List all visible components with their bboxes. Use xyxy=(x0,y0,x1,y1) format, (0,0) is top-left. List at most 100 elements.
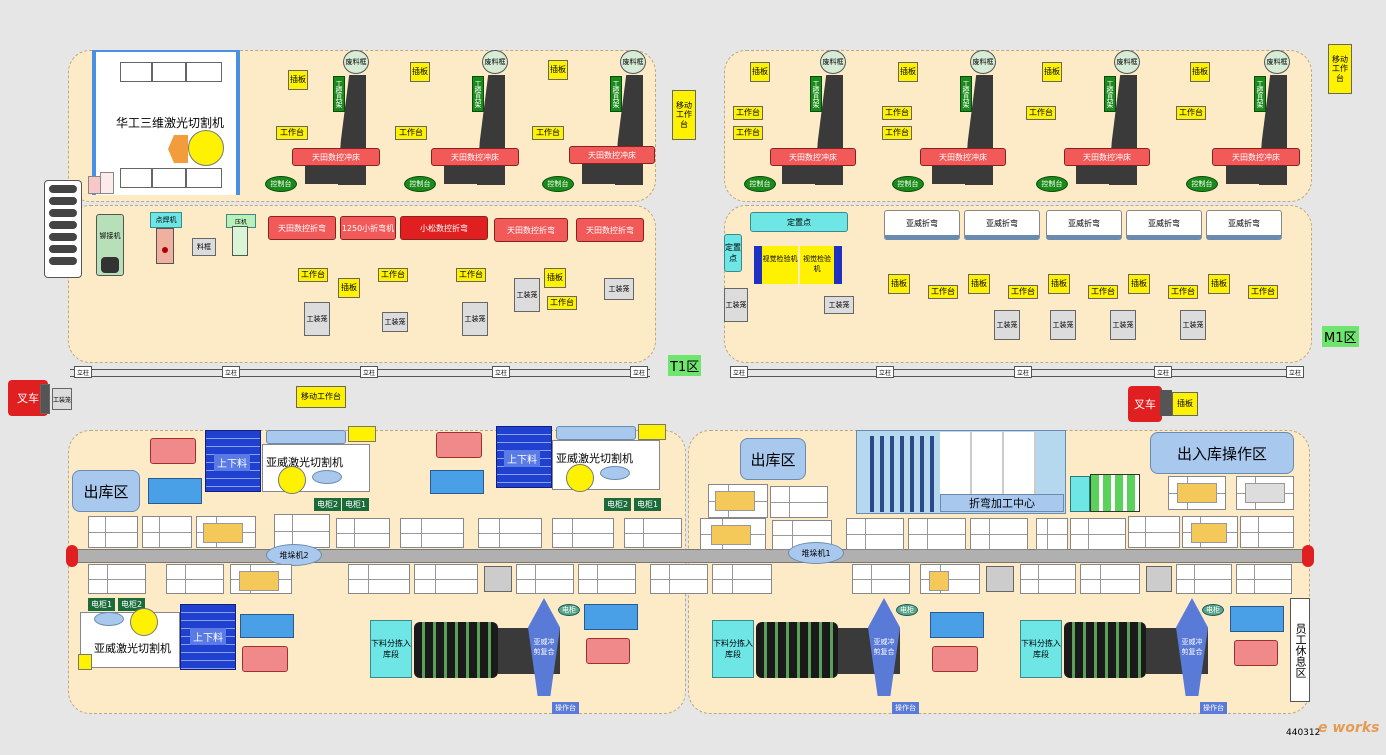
press-base xyxy=(582,160,628,184)
spotweld-machine[interactable]: 点焊机 xyxy=(150,212,182,228)
control-panel[interactable]: 控制台 xyxy=(1186,176,1218,192)
pillar: 立柱 xyxy=(630,366,648,378)
tool-cage: 工装笼 xyxy=(1110,310,1136,340)
workbench: 工作台 xyxy=(733,126,763,140)
laser3d-head xyxy=(168,135,188,163)
yawei-laser-top xyxy=(556,426,636,440)
cabinet2: 电柜2 xyxy=(604,498,632,511)
clamp-rack: 工模具架 xyxy=(333,76,345,112)
ops-console[interactable]: 操作台 xyxy=(552,702,579,714)
storage-rack xyxy=(336,518,390,548)
control-panel[interactable]: 控制台 xyxy=(744,176,776,192)
pillar: 立柱 xyxy=(1286,366,1304,378)
bend-tianshu[interactable]: 天田数控折弯 xyxy=(268,216,336,240)
tool-rack[interactable] xyxy=(44,180,82,278)
footer-code: 440312 xyxy=(1286,728,1321,738)
sorting-section[interactable]: 下料分拣入库段 xyxy=(370,620,412,678)
bend-yawei[interactable]: 亚威折弯 xyxy=(1046,210,1122,240)
bend-1250[interactable]: 1250小折弯机 xyxy=(340,216,396,240)
press-tianshu[interactable]: 天田数控冲床 xyxy=(1064,148,1150,166)
bend-tianshu[interactable]: 天田数控折弯 xyxy=(576,218,644,242)
pillar: 立柱 xyxy=(1014,366,1032,378)
storage-rack xyxy=(1176,564,1232,594)
control-panel[interactable]: 控制台 xyxy=(542,176,574,192)
riveting-label: 铆接机 xyxy=(99,232,121,240)
stacker2[interactable]: 堆垛机2 xyxy=(266,544,322,566)
workbench: 工作台 xyxy=(882,106,912,120)
bend-yawei[interactable]: 亚威折弯 xyxy=(884,210,960,240)
ops-console[interactable]: 操作台 xyxy=(892,702,919,714)
pillar: 立柱 xyxy=(730,366,748,378)
vision-inspection[interactable]: 视觉检验机 xyxy=(800,246,842,284)
storage-rack xyxy=(400,518,464,548)
bending-center-grid xyxy=(940,432,1036,496)
storage-rack xyxy=(578,564,636,594)
riveting-machine[interactable]: 铆接机 xyxy=(96,214,124,276)
workbench: 工作台 xyxy=(276,126,308,140)
mobile-workbench[interactable]: 移动工作台 xyxy=(672,90,696,140)
clamp-device xyxy=(242,646,288,672)
press-tianshu[interactable]: 天田数控冲床 xyxy=(920,148,1006,166)
workbench: 工作台 xyxy=(547,296,577,310)
clamp-rack: 工模具架 xyxy=(810,76,822,112)
mobile-workbench[interactable]: 移动工作台 xyxy=(1328,44,1352,94)
watermark-logo: e works xyxy=(1318,720,1380,736)
bend-yawei[interactable]: 亚威折弯 xyxy=(1206,210,1282,240)
mobile-workbench[interactable]: 移动工作台 xyxy=(296,386,346,408)
shear-label: 亚威冲剪复合 xyxy=(533,638,555,656)
vision-inspection[interactable]: 视觉检验机 xyxy=(754,246,798,284)
storage-rack xyxy=(920,564,980,594)
bend-yawei[interactable]: 亚威折弯 xyxy=(964,210,1040,240)
bending-center-rack xyxy=(870,436,934,512)
storage-rack xyxy=(908,518,966,550)
conveyor-end xyxy=(1302,545,1314,567)
control-panel[interactable]: 控制台 xyxy=(265,176,297,192)
tool-cage: 工装笼 xyxy=(304,302,330,336)
tool-cage: 工装笼 xyxy=(604,278,634,300)
staff-rest-area[interactable]: 员工休息区 xyxy=(1290,598,1310,702)
bend-yawei[interactable]: 亚威折弯 xyxy=(1126,210,1202,240)
control-panel[interactable]: 控制台 xyxy=(404,176,436,192)
storage-rack xyxy=(1236,564,1292,594)
stacker1[interactable]: 堆垛机1 xyxy=(788,542,844,564)
load-unload-label: 上下料 xyxy=(214,454,250,471)
waste-bin: 废料框 xyxy=(1264,50,1290,74)
control-panel[interactable]: 控制台 xyxy=(892,176,924,192)
tool-cage: 工装笼 xyxy=(52,388,72,410)
storage-rack xyxy=(846,518,904,550)
electric-cabinet xyxy=(78,654,92,670)
sorting-section[interactable]: 下料分拣入库段 xyxy=(1020,620,1062,678)
waste-bin: 废料框 xyxy=(620,50,646,74)
electric-cabinet xyxy=(348,426,376,442)
ops-console[interactable]: 操作台 xyxy=(1200,702,1227,714)
plug-board: 插板 xyxy=(338,278,360,298)
laser3d-slot xyxy=(186,168,222,188)
laser3d-circle xyxy=(188,130,224,166)
crossed-box xyxy=(1146,566,1172,592)
clamp-blue xyxy=(584,604,638,630)
zone-label-t1: T1区 xyxy=(668,355,702,376)
storage-rack xyxy=(196,516,256,548)
press-tianshu[interactable]: 天田数控冲床 xyxy=(431,148,519,166)
roller-conveyor xyxy=(1064,622,1146,678)
shear-label: 亚威冲剪复合 xyxy=(1181,638,1203,656)
clamp-device xyxy=(150,438,196,464)
press-tianshu[interactable]: 天田数控冲床 xyxy=(1212,148,1300,166)
bend-komatsu[interactable]: 小松数控折弯 xyxy=(400,216,488,240)
yawei-laser-circle xyxy=(130,608,158,636)
press-tianshu[interactable]: 天田数控冲床 xyxy=(770,148,856,166)
bend-tianshu[interactable]: 天田数控折弯 xyxy=(494,218,568,242)
storage-rack xyxy=(708,484,768,518)
press-tianshu[interactable]: 天田数控冲床 xyxy=(569,146,655,164)
bending-center-label: 折弯加工中心 xyxy=(940,494,1064,512)
pillar: 立柱 xyxy=(222,366,240,378)
control-panel[interactable]: 控制台 xyxy=(1036,176,1068,192)
storage-rack xyxy=(516,564,574,594)
press-tianshu[interactable]: 天田数控冲床 xyxy=(292,148,380,166)
sorting-section[interactable]: 下料分拣入库段 xyxy=(712,620,754,678)
forklift-right[interactable]: 叉车 xyxy=(1128,386,1162,422)
tool-cage: 工装笼 xyxy=(514,278,540,312)
laser3d-slot xyxy=(120,62,152,82)
yawei-laser-label: 亚威激光切割机 xyxy=(94,642,171,655)
spotweld-base xyxy=(156,228,174,264)
